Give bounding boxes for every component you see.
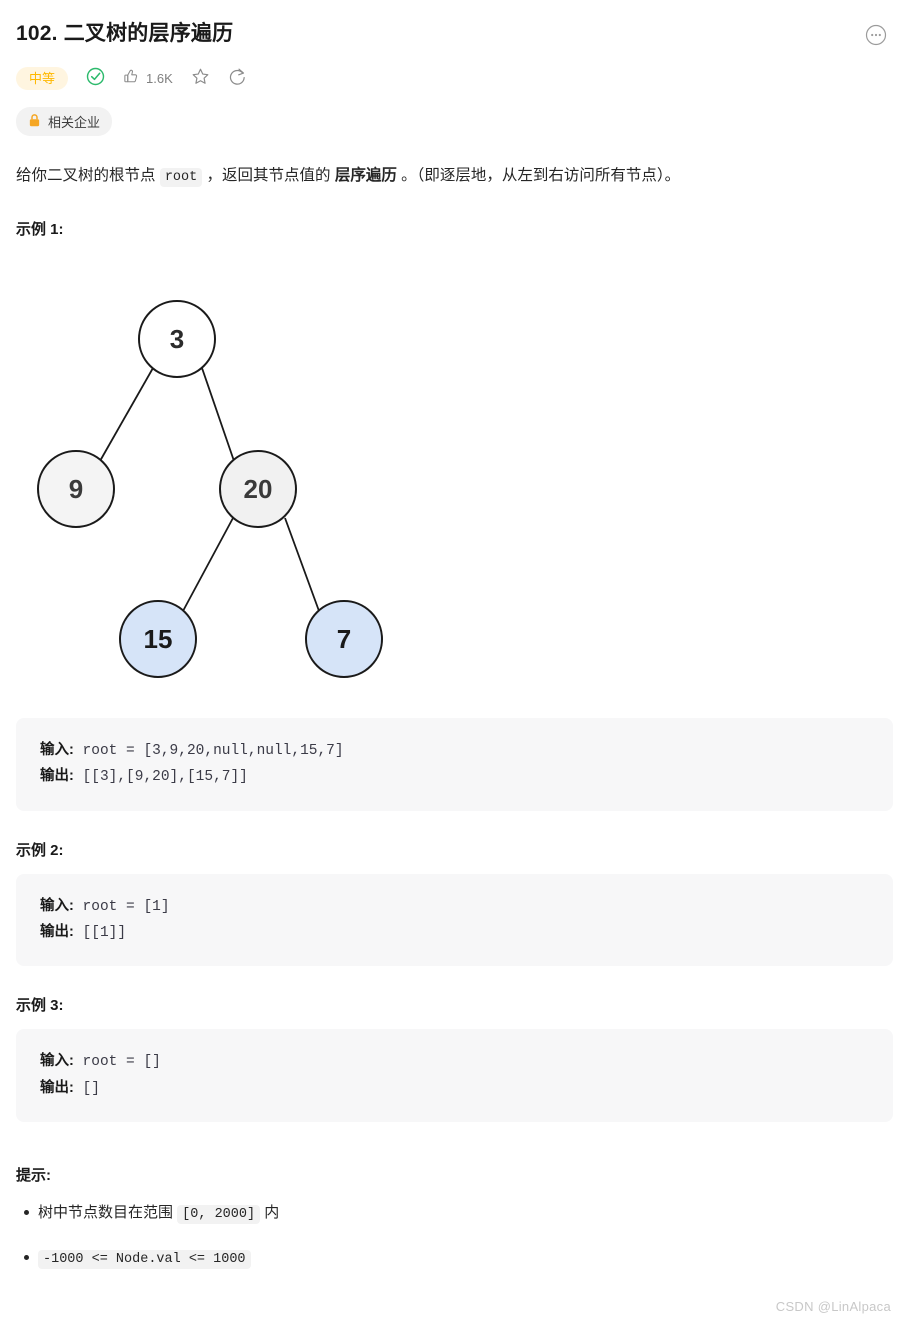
hints-list: 树中节点数目在范围 [0, 2000] 内 -1000 <= Node.val …	[16, 1201, 893, 1270]
star-icon	[191, 67, 210, 89]
related-companies-tag[interactable]: 相关企业	[16, 107, 113, 137]
example-2-input-label: 输入:	[40, 897, 74, 914]
thumbs-up-icon	[123, 68, 140, 88]
favorite-button[interactable]	[191, 67, 210, 89]
like-count: 1.6K	[146, 70, 173, 86]
share-button[interactable]	[228, 67, 247, 89]
example-3-code: 输入: root = [] 输出: []	[16, 1029, 893, 1123]
hint-item-2: -1000 <= Node.val <= 1000	[24, 1246, 893, 1271]
example-2-code: 输入: root = [1] 输出: [[1]]	[16, 873, 893, 967]
title-row: 102. 二叉树的层序遍历	[16, 0, 893, 47]
hint-1-prefix: 树中节点数目在范围	[38, 1204, 178, 1222]
example-2-output-value: [[1]]	[73, 925, 127, 942]
meta-row: 中等 1.6K	[16, 63, 893, 93]
tree-node-3: 3	[138, 299, 216, 378]
tree-node-7: 7	[305, 599, 383, 678]
description-emphasis: 层序遍历	[334, 167, 397, 185]
example-1-code: 输入: root = [3,9,20,null,null,15,7] 输出: […	[16, 717, 893, 811]
share-icon	[228, 67, 247, 89]
tree-node-20: 20	[219, 449, 297, 528]
solved-status[interactable]	[86, 67, 105, 89]
tree-edges	[99, 367, 320, 612]
tree-node-label-9: 9	[69, 474, 83, 504]
tree-node-label-3: 3	[170, 324, 184, 354]
example-1-output-value: [[3],[9,20],[15,7]]	[73, 769, 248, 786]
tree-edge-20-15	[182, 517, 234, 612]
tree-edge-20-7	[284, 517, 320, 612]
example-2-input-value: root = [1]	[73, 898, 170, 915]
example-3-input-label: 输入:	[40, 1053, 74, 1070]
related-companies-label: 相关企业	[48, 115, 101, 131]
hint-1-suffix: 内	[260, 1204, 280, 1222]
lock-icon	[28, 113, 41, 131]
tree-node-label-7: 7	[337, 624, 351, 654]
tree-node-9: 9	[37, 449, 115, 528]
tree-edge-3-20	[201, 367, 235, 462]
example-1-output-label: 输出:	[40, 768, 74, 785]
tree-edge-3-9	[99, 367, 154, 462]
example-1-input-value: root = [3,9,20,null,null,15,7]	[73, 742, 344, 759]
inline-code-root: root	[159, 168, 203, 188]
ellipsis-circle-icon[interactable]	[865, 24, 887, 46]
example-2-heading: 示例 2:	[16, 841, 64, 859]
example-3-input-value: root = []	[73, 1054, 161, 1071]
hints-heading: 提示:	[16, 1167, 51, 1185]
hint-2-code: -1000 <= Node.val <= 1000	[38, 1249, 251, 1269]
page-title: 102. 二叉树的层序遍历	[16, 22, 234, 45]
description-part-3: 。（即逐层地，从左到右访问所有节点）。	[396, 167, 681, 185]
hint-1-code: [0, 2000]	[177, 1205, 261, 1225]
tree-node-15: 15	[119, 599, 197, 678]
description-part-2: ，返回其节点值的	[202, 167, 335, 185]
watermark: CSDN @LinAlpaca	[775, 1299, 891, 1314]
example-3-output-value: []	[73, 1080, 100, 1097]
difficulty-badge[interactable]: 中等	[16, 66, 69, 90]
company-tag-row: 相关企业	[16, 107, 893, 137]
description-part-1: 给你二叉树的根节点	[16, 167, 160, 185]
binary-tree-figure: 3 9 20 15 7	[20, 249, 893, 704]
example-3-heading: 示例 3:	[16, 997, 64, 1015]
example-2-output-label: 输出:	[40, 924, 74, 941]
example-1-input-label: 输入:	[40, 741, 74, 758]
hint-item-1: 树中节点数目在范围 [0, 2000] 内	[24, 1201, 893, 1226]
problem-description: 给你二叉树的根节点 root ，返回其节点值的 层序遍历 。（即逐层地，从左到右…	[16, 162, 893, 190]
tree-nodes: 3 9 20 15 7	[37, 299, 383, 678]
tree-node-label-20: 20	[244, 474, 273, 504]
like-button[interactable]: 1.6K	[123, 68, 173, 88]
example-3-output-label: 输出:	[40, 1079, 74, 1096]
tree-node-label-15: 15	[144, 624, 173, 654]
example-1-heading: 示例 1:	[16, 220, 64, 238]
check-circle-icon	[86, 67, 105, 89]
